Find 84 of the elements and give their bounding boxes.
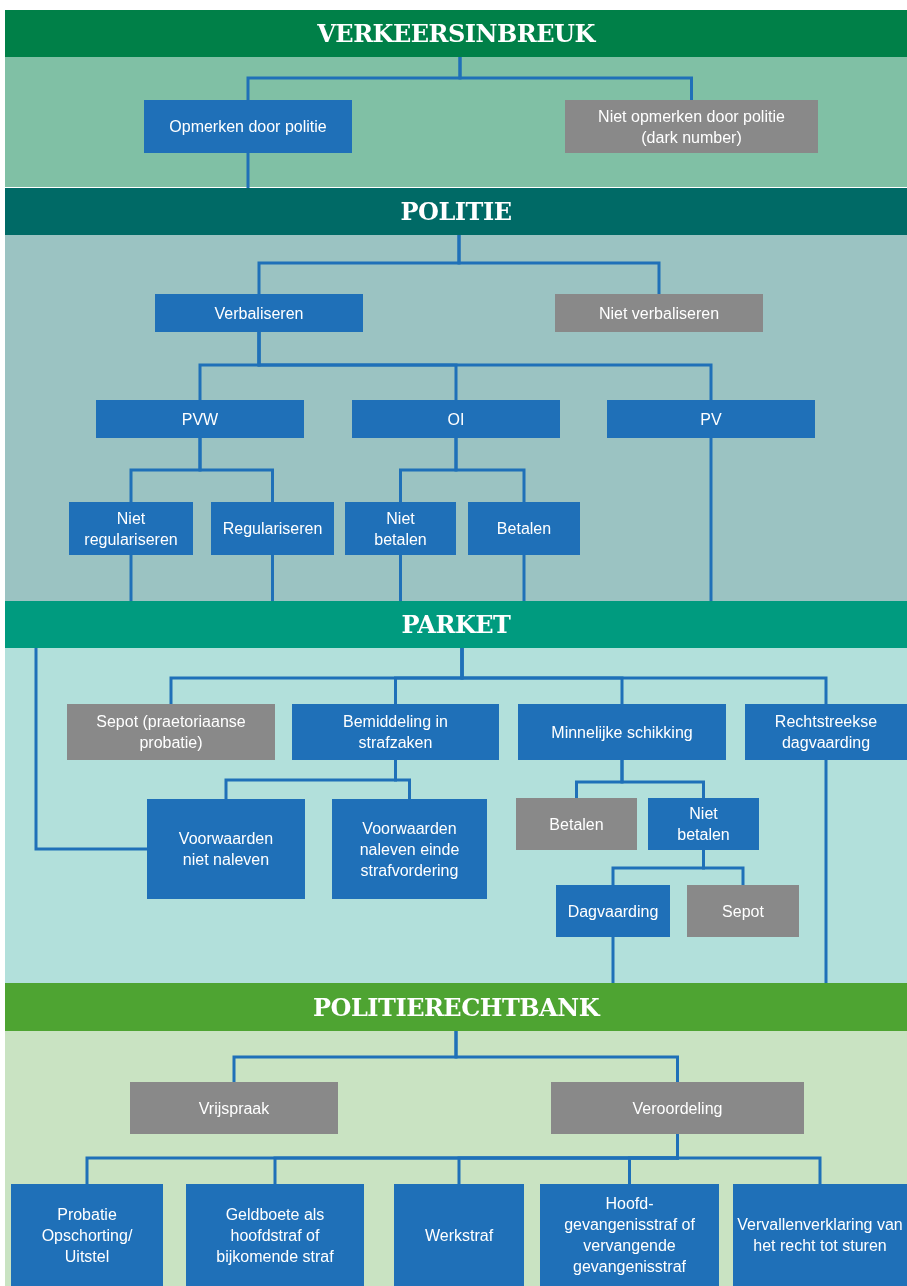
- connector-line: [611, 937, 615, 983]
- process-box: [648, 798, 759, 850]
- connector-line: [454, 1031, 679, 1082]
- outcome-box: [67, 704, 275, 760]
- connector-line: [454, 438, 526, 502]
- connector-line: [824, 760, 828, 983]
- connector-line: [457, 235, 661, 294]
- stage-band: [5, 601, 907, 648]
- process-box: [186, 1184, 364, 1286]
- stage-title: PARKET: [401, 610, 511, 639]
- box-label: Betalen: [549, 814, 604, 835]
- box-label: Vervallenverklaring van het recht tot sturen: [736, 1215, 904, 1256]
- box-label: OI: [447, 409, 465, 430]
- process-box: [11, 1184, 163, 1286]
- box-label: Geldboete als hoofdstraf of bijkomende straf: [215, 1204, 335, 1267]
- stage-band: [5, 983, 907, 1031]
- box-label: PV: [700, 409, 722, 430]
- process-box: [352, 400, 560, 438]
- box-label: Sepot (praetoriaanse probatie): [95, 712, 247, 753]
- box-label: Dagvaarding: [567, 901, 659, 922]
- connector-line: [34, 648, 147, 851]
- box-label: Niet regulariseren: [83, 508, 179, 550]
- box-label: Sepot: [722, 901, 764, 922]
- box-label: Opmerken door politie: [169, 117, 327, 137]
- outcome-box: [551, 1082, 804, 1134]
- process-box: [155, 294, 363, 332]
- process-box: [540, 1184, 719, 1286]
- box-label: Niet verbaliseren: [598, 303, 720, 324]
- connector-line: [522, 555, 526, 601]
- connector-line: [676, 1134, 822, 1184]
- box-label: Betalen: [496, 519, 552, 539]
- connector-line: [246, 153, 250, 188]
- box-label: Regulariseren: [222, 519, 323, 539]
- box-label: Hoofd- gevangenisstraf of vervangende gevangenisstraf: [563, 1194, 696, 1277]
- process-box: [96, 400, 304, 438]
- box-label: Voorwaarden naleven einde strafvordering: [358, 818, 461, 881]
- outcome-box: [565, 100, 818, 153]
- process-box: [292, 704, 499, 760]
- box-label: Probatie Opschorting/ Uitstel: [40, 1204, 134, 1267]
- process-box: [147, 799, 305, 899]
- connector-line: [460, 648, 828, 704]
- connector-line: [271, 555, 274, 601]
- connector-line: [394, 760, 411, 799]
- box-label: Niet betalen: [676, 804, 731, 845]
- box-label: PVW: [181, 409, 219, 430]
- process-box: [468, 502, 580, 555]
- stage-band: [5, 188, 907, 235]
- connector-line: [620, 760, 705, 798]
- process-box: [607, 400, 815, 438]
- outcome-box: [516, 798, 637, 850]
- connector-line: [399, 555, 402, 601]
- process-box: [332, 799, 487, 899]
- box-label: Verbaliseren: [214, 303, 304, 324]
- stage-band: [5, 10, 907, 57]
- connector-line: [129, 555, 133, 601]
- process-box: [345, 502, 456, 555]
- stage-title: VERKEERSINBREUK: [317, 19, 595, 48]
- stage-title: POLITIERECHTBANK: [313, 992, 599, 1022]
- box-label: Voorwaarden niet naleven: [177, 829, 275, 870]
- connector-line: [458, 57, 693, 100]
- box-label: Niet opmerken door politie (dark number): [597, 106, 786, 148]
- connector-line: [257, 332, 713, 400]
- outcome-box: [130, 1082, 338, 1134]
- box-label: Werkstraf: [424, 1225, 494, 1246]
- box-label: Vrijspraak: [198, 1098, 270, 1119]
- box-label: Bemiddeling in strafzaken: [342, 712, 449, 753]
- connector-line: [709, 438, 713, 601]
- connector-line: [198, 438, 274, 502]
- stage-title: POLITIE: [400, 197, 512, 226]
- outcome-box: [555, 294, 763, 332]
- connector-line: [702, 850, 745, 885]
- process-box: [518, 704, 726, 760]
- process-box: [733, 1184, 907, 1286]
- box-label: Minnelijke schikking: [551, 722, 693, 743]
- box-label: Niet betalen: [373, 508, 428, 550]
- process-box: [394, 1184, 524, 1286]
- process-box: [556, 885, 670, 937]
- outcome-box: [687, 885, 799, 937]
- process-box: [745, 704, 907, 760]
- process-box: [69, 502, 193, 555]
- process-box: [144, 100, 352, 153]
- process-box: [211, 502, 334, 555]
- box-label: Veroordeling: [632, 1098, 723, 1119]
- box-label: Rechtstreekse dagvaarding: [773, 712, 879, 753]
